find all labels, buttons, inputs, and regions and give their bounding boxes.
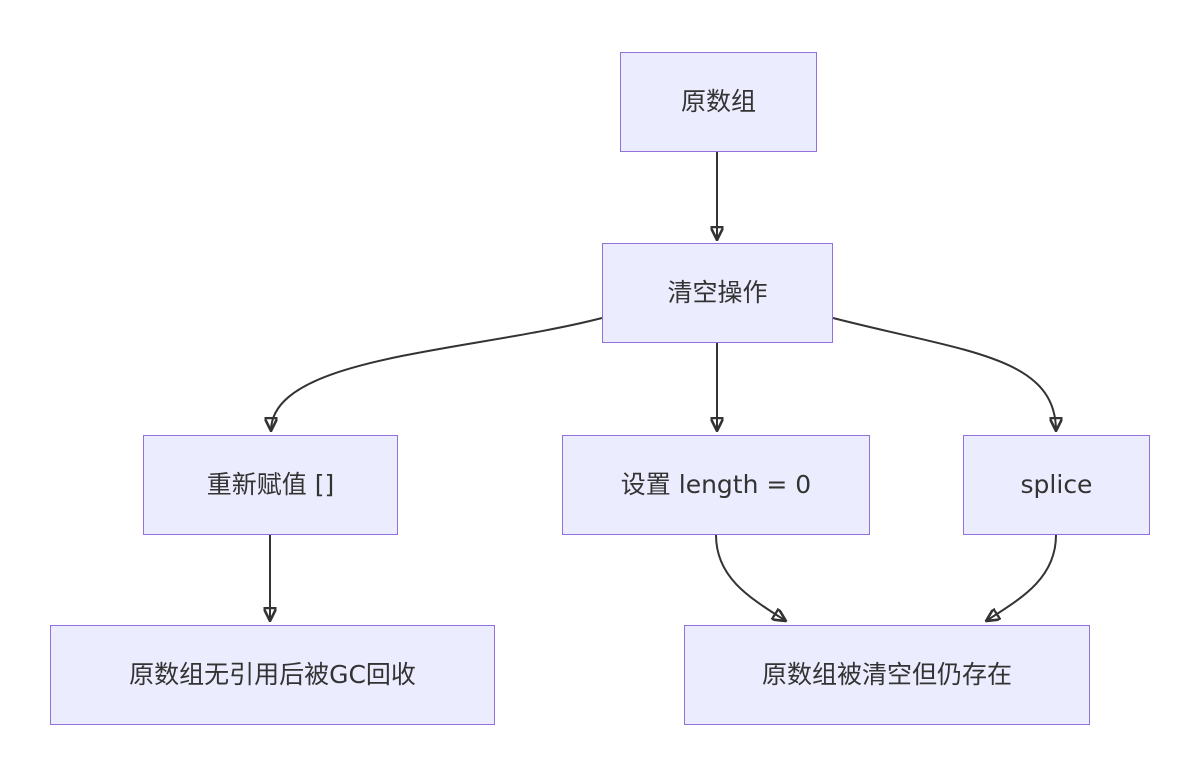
node-splice-label: splice — [1020, 469, 1093, 499]
node-gc-collected-label: 原数组无引用后被GC回收 — [129, 659, 416, 689]
edge-setlength-to-exists — [715, 534, 786, 621]
node-cleared-but-exists: 原数组被清空但仍存在 — [684, 625, 1090, 725]
node-reassign-empty-array: 重新赋值 [] — [143, 435, 398, 535]
node-clear-operation: 清空操作 — [602, 243, 833, 343]
node-original-array: 原数组 — [620, 52, 817, 152]
node-gc-collected: 原数组无引用后被GC回收 — [50, 625, 495, 725]
node-clear-operation-label: 清空操作 — [667, 277, 768, 307]
edge-clear-to-reassign — [271, 317, 603, 431]
node-set-length-zero: 设置 length = 0 — [562, 435, 870, 535]
node-reassign-empty-array-label: 重新赋值 [] — [206, 469, 335, 499]
node-original-array-label: 原数组 — [680, 86, 756, 116]
edge-splice-to-exists — [986, 534, 1057, 621]
node-splice: splice — [963, 435, 1150, 535]
edge-clear-to-splice — [832, 317, 1056, 431]
node-set-length-zero-label: 设置 length = 0 — [620, 469, 812, 499]
node-cleared-but-exists-label: 原数组被清空但仍存在 — [761, 659, 1012, 689]
